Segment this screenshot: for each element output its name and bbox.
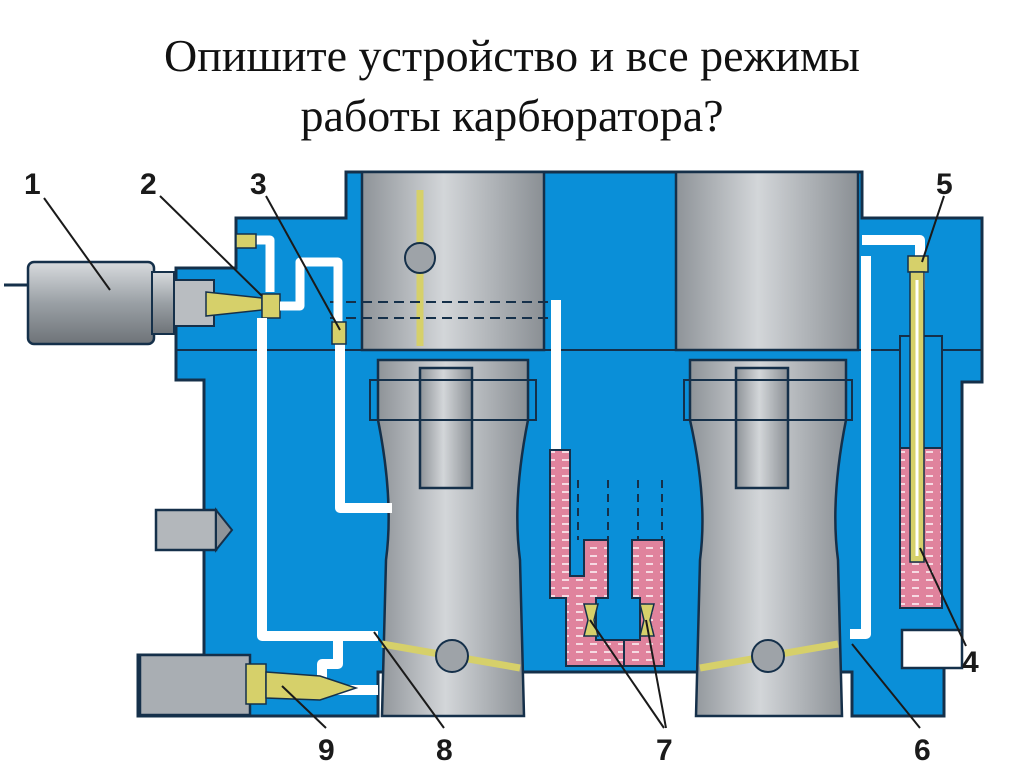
leader-1 [43,197,111,291]
secondary-barrel-venturi [688,358,848,718]
callout-8: 8 [436,734,453,767]
leader-7a [589,619,665,729]
primary-throttle-pivot [435,639,469,673]
callout-6: 6 [914,734,931,767]
leader-2 [159,195,263,297]
solenoid-nut [151,271,175,335]
primary-diffuser-bridge [369,379,537,421]
title-line-1: Опишите устройство и все режимы [164,30,860,81]
callout-5: 5 [936,168,953,201]
idle-air-channel [280,257,343,332]
secondary-transition-channel [850,256,871,639]
leader-5 [921,195,945,263]
side-plug [154,508,218,552]
callout-9: 9 [318,734,335,767]
idle-jet [261,293,281,319]
leader-6 [851,643,921,729]
leader-8 [373,631,445,729]
callout-labels: 1 2 3 4 5 6 7 8 9 [24,168,979,767]
title-line-2: работы карбюратора? [300,90,724,141]
leader-7b [645,619,667,729]
screw-head [245,663,267,705]
float-chambers [549,271,943,667]
main-well-left [549,449,625,667]
primary-barrel [330,170,548,718]
secondary-throttle-pivot [751,639,785,673]
top-idle-screw [235,233,257,249]
slide-title: Опишите устройство и все режимы работы к… [0,26,1024,146]
callout-4: 4 [962,646,979,679]
secondary-small-diffuser [734,366,790,490]
air-damper-pivot [404,242,436,274]
idle-main-channel [257,318,378,641]
leader-9 [281,685,327,729]
right-port [900,628,964,670]
solenoid-valve [4,260,281,346]
callout-3: 3 [250,168,267,201]
primary-small-diffuser [418,366,474,490]
secondary-diffuser-bridge [683,379,853,421]
callout-2: 2 [140,168,157,201]
solenoid-housing [26,260,156,346]
screw-boss [138,653,252,717]
callout-1: 1 [24,168,41,201]
leader-4 [919,547,967,647]
secondary-barrel [674,170,860,718]
secondary-barrel-upper [674,170,860,352]
leader-lines [43,195,967,729]
side-plug-tip [215,507,234,553]
leader-3 [265,195,341,331]
transition-channel [335,340,392,513]
primary-barrel-venturi [376,358,530,718]
idle-fuel-jet [331,321,347,345]
secondary-air-jet [907,255,929,273]
primary-barrel-upper [360,170,546,352]
callout-7: 7 [656,734,673,767]
